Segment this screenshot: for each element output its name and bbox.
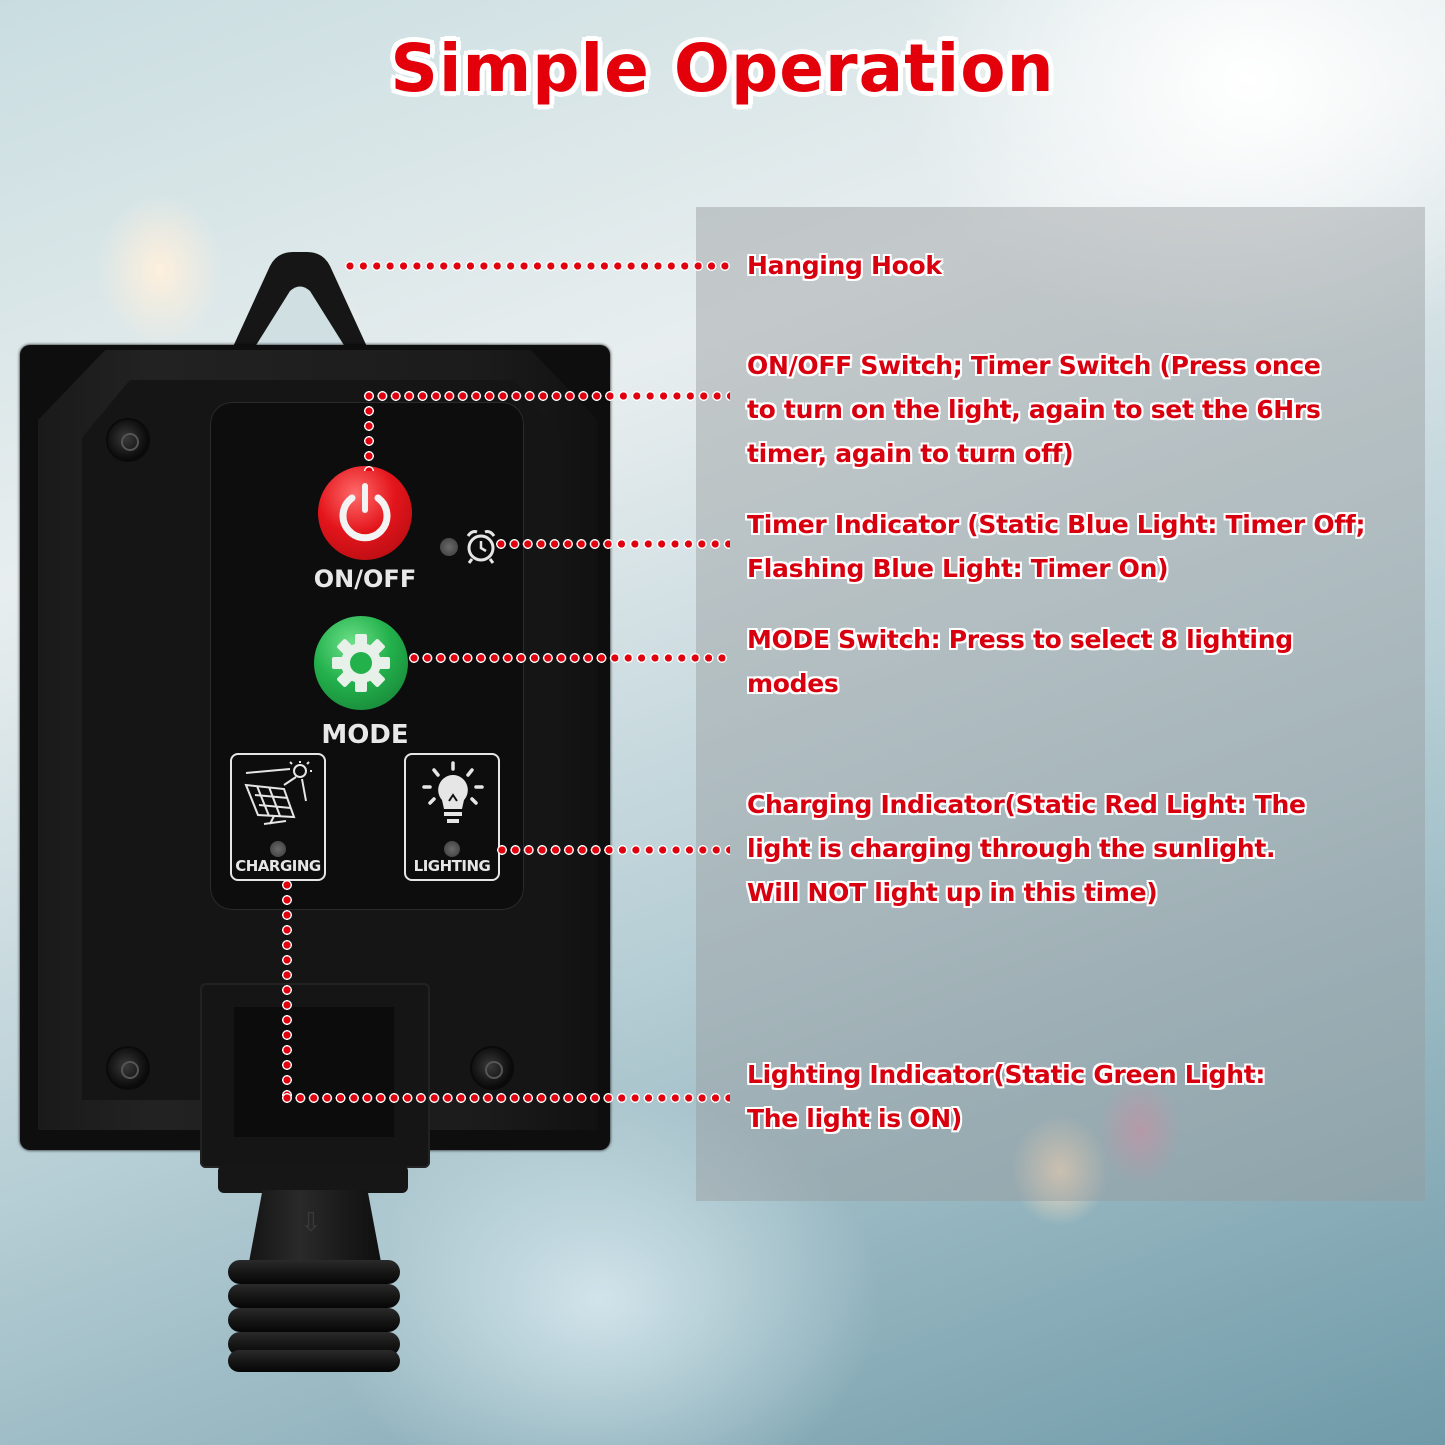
screw-icon <box>108 1048 148 1088</box>
callout-charging-indicator: Charging Indicator(Static Red Light: The… <box>747 783 1306 915</box>
power-button-label: ON/OFF <box>313 565 417 593</box>
connector-thread <box>228 1350 400 1372</box>
callout-hanging-hook: Hanging Hook <box>747 244 942 288</box>
callout-line: Will NOT light up in this time) <box>747 878 1158 907</box>
cable-connector <box>247 1190 383 1270</box>
timer-led <box>440 538 458 556</box>
connector-neck <box>218 1165 408 1193</box>
mode-button[interactable] <box>314 616 408 710</box>
screw-icon <box>108 420 148 460</box>
connector-thread <box>228 1284 400 1308</box>
callout-mode-switch: MODE Switch: Press to select 8 lighting … <box>747 618 1293 706</box>
light-bulb-icon <box>422 761 484 823</box>
power-button[interactable] <box>318 466 412 560</box>
callout-line: ON/OFF Switch; Timer Switch (Press once <box>747 351 1321 380</box>
callout-line: Timer Indicator (Static Blue Light: Time… <box>747 510 1366 539</box>
leader-line-hook <box>345 261 730 271</box>
callout-line: Flashing Blue Light: Timer On) <box>747 554 1169 583</box>
connector-thread <box>228 1260 400 1284</box>
down-arrow-icon: ⇩ <box>300 1208 322 1238</box>
callout-line: Lighting Indicator(Static Green Light: <box>747 1060 1266 1089</box>
callout-line: Hanging Hook <box>747 251 942 280</box>
leader-line-power <box>364 391 730 401</box>
lighting-indicator: LIGHTING <box>404 753 500 881</box>
callout-line: modes <box>747 669 839 698</box>
callout-panel <box>696 207 1425 1201</box>
callout-line: to turn on the light, again to set the 6… <box>747 395 1321 424</box>
plug-window <box>234 1007 394 1137</box>
page-title: Simple Operation <box>390 30 1055 107</box>
leader-line-mode <box>409 653 730 663</box>
leader-line-power-vertical <box>364 391 374 471</box>
charging-label: CHARGING <box>235 857 321 875</box>
callout-line: Charging Indicator(Static Red Light: The <box>747 790 1306 819</box>
leader-line-charging <box>497 845 730 855</box>
charging-indicator: CHARGING <box>230 753 326 881</box>
callout-on-off-switch: ON/OFF Switch; Timer Switch (Press once … <box>747 344 1321 476</box>
solar-panel-icon <box>244 761 312 825</box>
mode-button-label: MODE <box>321 720 409 750</box>
callout-line: The light is ON) <box>747 1104 962 1133</box>
lighting-led <box>444 841 460 857</box>
callout-line: light is charging through the sunlight. <box>747 834 1276 863</box>
alarm-clock-icon <box>466 530 496 564</box>
leader-line-lighting-vertical <box>282 880 292 1100</box>
leader-line-timer <box>496 539 730 549</box>
gear-icon <box>332 634 390 692</box>
callout-line: timer, again to turn off) <box>747 439 1074 468</box>
leader-line-lighting <box>282 1093 730 1103</box>
power-icon <box>339 483 391 542</box>
charging-led <box>270 841 286 857</box>
callout-line: MODE Switch: Press to select 8 lighting <box>747 625 1293 654</box>
lighting-label: LIGHTING <box>413 857 491 875</box>
screw-icon <box>472 1048 512 1088</box>
callout-timer-indicator: Timer Indicator (Static Blue Light: Time… <box>747 503 1365 591</box>
connector-thread <box>228 1308 400 1332</box>
callout-lighting-indicator: Lighting Indicator(Static Green Light: T… <box>747 1053 1265 1141</box>
